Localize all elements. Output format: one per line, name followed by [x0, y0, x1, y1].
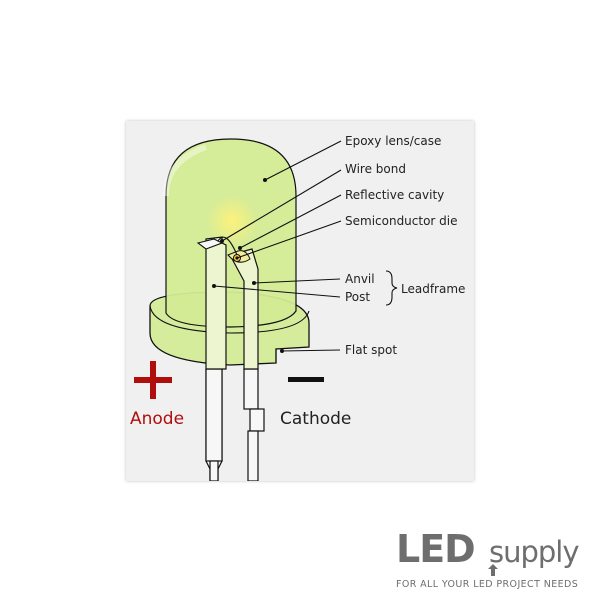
anode-lead	[205, 368, 223, 482]
label-anode: Anode	[130, 409, 184, 429]
arrow-up-icon	[488, 564, 498, 576]
label-flat-spot: Flat spot	[345, 343, 397, 357]
cathode-lead	[243, 368, 265, 482]
label-epoxy: Epoxy lens/case	[345, 134, 441, 148]
leadframe-brace	[385, 270, 398, 306]
label-semiconductor-die: Semiconductor die	[345, 214, 458, 228]
led-diagram-panel: Epoxy lens/case Wire bond Reflective cav…	[126, 121, 474, 482]
led-diagram: Epoxy lens/case Wire bond Reflective cav…	[130, 134, 465, 482]
ledsupply-logo[interactable]: LED supply FOR ALL YOUR LED PROJECT NEED…	[396, 527, 592, 593]
label-wire-bond: Wire bond	[345, 162, 406, 176]
leader-lines	[212, 140, 342, 353]
logo-tagline: FOR ALL YOUR LED PROJECT NEEDS	[396, 579, 579, 590]
label-cathode: Cathode	[280, 409, 351, 429]
light-glow	[206, 195, 258, 247]
plus-icon	[134, 361, 172, 399]
logo-led-text: LED	[396, 527, 476, 571]
leadframe-post	[196, 236, 227, 370]
label-reflective-cavity: Reflective cavity	[345, 188, 444, 202]
label-anvil: Anvil	[345, 272, 375, 286]
label-post: Post	[345, 290, 370, 304]
minus-icon	[288, 377, 324, 382]
label-leadframe: Leadframe	[401, 282, 465, 296]
logo-supply-text: supply	[489, 535, 580, 569]
